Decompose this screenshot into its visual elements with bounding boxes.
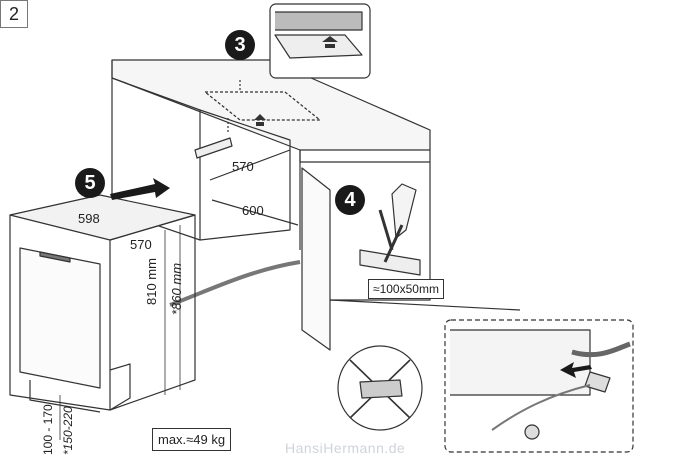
weight-label: max.≈49 kg	[152, 428, 232, 451]
dim-niche-depth: 570	[232, 159, 254, 174]
pipe-area	[359, 249, 421, 276]
callout-4: 4	[335, 185, 365, 215]
step-number: 2	[0, 0, 28, 28]
dim-plinth-2: *150-220	[61, 406, 75, 455]
insert-arrow	[110, 178, 170, 200]
push-arrow	[560, 362, 592, 378]
clearance-label: ≈100x50mm	[368, 279, 444, 299]
dim-niche-width: 600	[242, 203, 264, 218]
anchor	[194, 137, 233, 159]
dim-plinth-1: 100 - 170	[41, 404, 55, 455]
cabinet-door	[301, 167, 331, 351]
callout-5: 5	[75, 168, 105, 198]
hose	[169, 260, 301, 307]
dim-height-810: 810 mm	[144, 258, 159, 305]
dishwasher-body	[9, 194, 196, 241]
watermark: HansiHermann.de	[285, 440, 406, 456]
right-cabinet	[299, 150, 431, 301]
callout-3: 3	[225, 30, 255, 60]
dim-height-860: *860 mm	[169, 262, 184, 315]
niche-back	[199, 109, 291, 241]
up-arrow-icon	[322, 36, 338, 48]
dim-top-width: 598	[78, 211, 100, 226]
dim-top-depth: 570	[130, 237, 152, 252]
